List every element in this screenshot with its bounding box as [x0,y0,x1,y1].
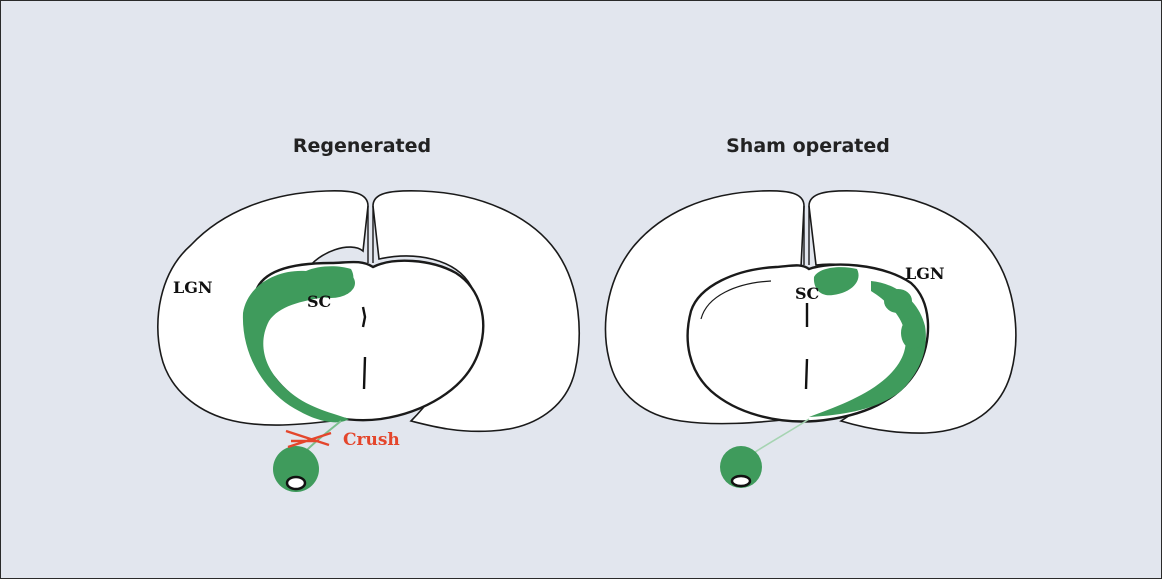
label-lgn-sham: LGN [905,264,945,283]
label-crush: Crush [343,430,400,450]
midline-fissure-sham [804,206,809,265]
midline-fissure-regenerated [368,206,373,263]
label-sc-regenerated: SC [307,292,331,311]
label-lgn-regenerated: LGN [173,278,213,297]
eye-lens-sham [732,476,750,486]
brain-section-sham: SC LGN [606,191,1016,488]
green-patch-lower-sham [901,317,925,349]
label-sc-sham: SC [795,284,819,303]
green-patch-sham [884,289,912,313]
brain-section-regenerated: LGN SC Crush [158,191,579,492]
eye-lens-regenerated [287,477,305,489]
crush-mark-icon [286,431,331,447]
